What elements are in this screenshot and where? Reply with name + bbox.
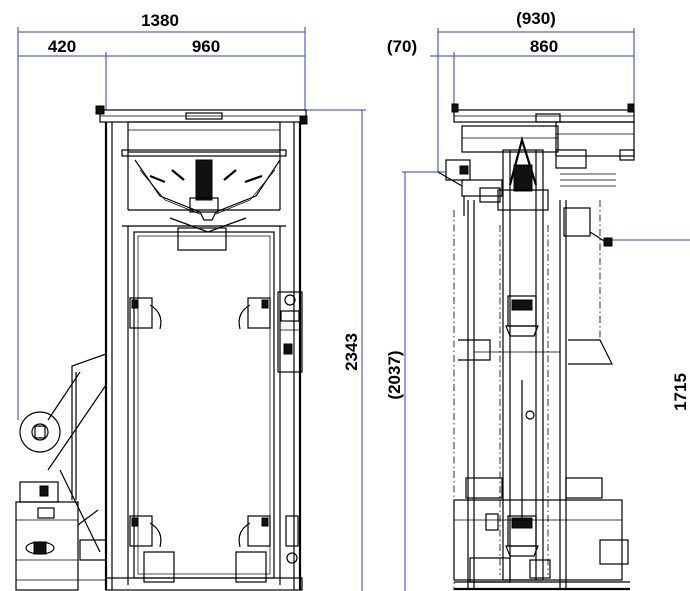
dim-side-width: 860	[530, 37, 558, 56]
front-view	[15, 105, 308, 591]
dim-front-height: 2343	[342, 333, 361, 371]
dim-side-height: (2037)	[385, 350, 404, 399]
dim-overall-width: 1380	[141, 11, 179, 30]
dim-main-width: 960	[192, 37, 220, 56]
dim-left-section-width: 420	[48, 37, 76, 56]
dimension-labels: 1380 420 960 (930) (70) 860 2343 (2037) …	[48, 9, 690, 411]
dim-side-overall: (930)	[516, 9, 556, 28]
dim-side-offset: (70)	[387, 37, 417, 56]
dim-side-height-right: 1715	[671, 373, 690, 411]
dimension-lines	[17, 27, 690, 591]
side-view	[437, 103, 635, 591]
